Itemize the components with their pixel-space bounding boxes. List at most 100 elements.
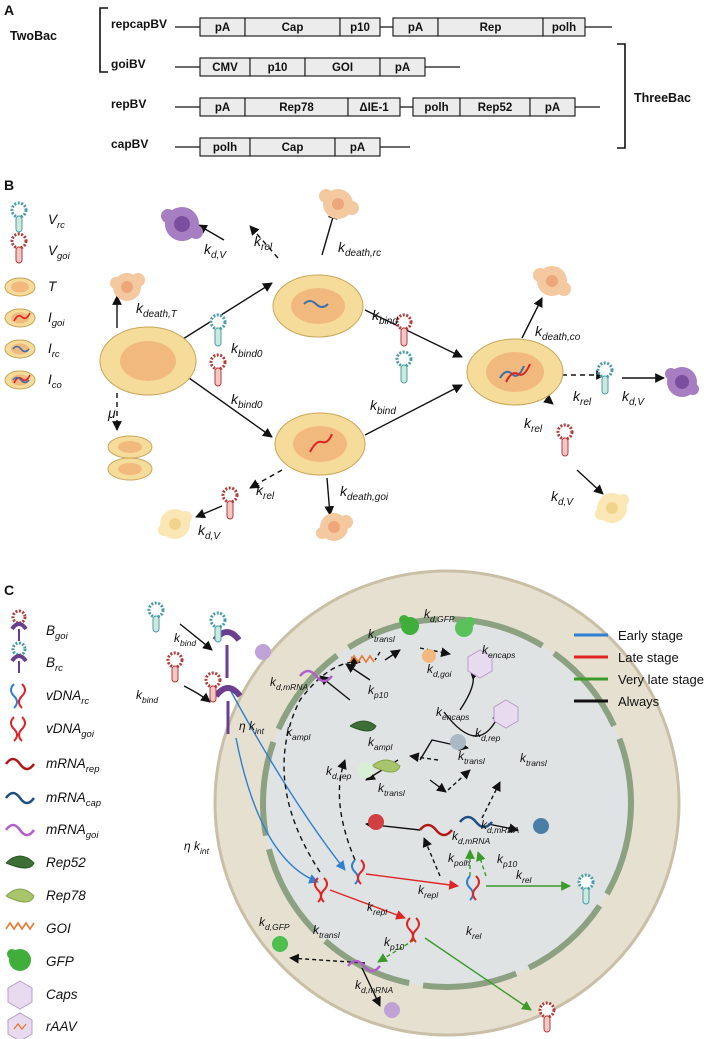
- virus-goi-icon: [395, 313, 413, 347]
- rate-label-p10-bottom: kp10: [384, 935, 404, 952]
- rate-label-dv-bottom: kd,V: [198, 522, 221, 542]
- construct-segment-label: pA: [395, 62, 410, 74]
- legend-label: GOI: [46, 921, 71, 936]
- raav-icon: [7, 1012, 33, 1039]
- dead-cell-icon: [110, 273, 145, 301]
- rate-label-rel-right: krel: [516, 868, 533, 885]
- legend-label: vDNArc: [46, 688, 89, 707]
- rate-label-rel-co-goi: krel: [524, 415, 543, 435]
- rate-label-bind-top: kbind: [372, 307, 398, 327]
- rate-label-repl-mid: krepl: [418, 883, 439, 900]
- legend-label: vDNAgoi: [46, 721, 95, 740]
- receptor-icon: [213, 685, 243, 734]
- twobac-bracket: [99, 7, 108, 73]
- construct-name: repcapBV: [111, 17, 167, 31]
- construct-segment-label: polh: [213, 142, 237, 154]
- threebac-bracket: [617, 43, 626, 149]
- rate-label-transl-rep: ktransl: [458, 749, 486, 766]
- rate-label-death-rc: kdeath,rc: [338, 239, 381, 259]
- rate-label-ampl-left: kampl: [286, 725, 312, 742]
- twobac-label: TwoBac: [10, 29, 57, 43]
- rate-label-d-gfp-top: kd,GFP: [424, 607, 455, 624]
- degraded-virus-goi-icon: [158, 509, 192, 539]
- construct-segment-label: polh: [552, 22, 576, 34]
- construct-segment-label: ΔIE-1: [359, 102, 389, 114]
- cell-i-rc: [272, 274, 364, 338]
- legend-label: Brc: [46, 655, 63, 674]
- rate-label-d-mrna-cap: kd,mRNA: [481, 818, 519, 835]
- construct-name: goiBV: [111, 57, 146, 71]
- rate-label-rel-goi: krel: [256, 482, 275, 502]
- rate-label-rel-bottom: krel: [466, 924, 483, 941]
- rate-label-polh: kpolh: [448, 851, 470, 868]
- cell-goi-icon: [4, 308, 36, 328]
- legend-label: mRNAgoi: [46, 822, 99, 841]
- virus-goi-icon: [10, 232, 28, 264]
- construct-segment-box: [379, 57, 426, 77]
- legend-label: Caps: [46, 987, 78, 1002]
- construct-segment-label: CMV: [212, 62, 238, 74]
- host-cell: [213, 569, 681, 1037]
- degraded-protein-icon: [422, 649, 436, 663]
- construct-segment-label: pA: [215, 22, 230, 34]
- legend-label: Rep78: [46, 888, 86, 903]
- stage-label: Late stage: [618, 650, 679, 665]
- legend-label: Igoi: [48, 310, 65, 329]
- construct-segment-box: [347, 97, 401, 117]
- caps-icon: [467, 649, 493, 679]
- rate-label-death-goi: kdeath,goi: [340, 483, 389, 503]
- legend-label: T: [48, 279, 58, 294]
- construct-segment-label: Rep78: [279, 102, 314, 114]
- gfp-icon: [399, 615, 419, 635]
- vdna-icon: [314, 877, 328, 903]
- construct-segment-label: polh: [424, 102, 448, 114]
- rep52-icon: [5, 855, 35, 869]
- rate-label-transl-gfp: ktransl: [368, 627, 396, 644]
- virus-rc-icon: [209, 611, 227, 643]
- construct-segment-label: Cap: [282, 142, 304, 154]
- construct-segment-label: Cap: [282, 22, 304, 34]
- virus-rc-icon: [10, 201, 28, 233]
- virus-rc-icon: [577, 873, 595, 905]
- rate-label-int-bottom: η kint: [184, 839, 210, 856]
- rate-label-encaps-top: kencaps: [482, 643, 516, 660]
- rate-label-bind-top: kbind: [174, 631, 196, 648]
- construct-segment-box: [529, 97, 576, 117]
- vdna-icon: [406, 917, 420, 943]
- construct-segment-label: pA: [545, 102, 560, 114]
- rep78-icon: [371, 759, 401, 773]
- degraded-virus-rc-icon: [161, 207, 203, 241]
- construct-segment-label: Rep: [480, 22, 502, 34]
- rate-label-transl-bottom: ktransl: [313, 923, 341, 940]
- degraded-protein-icon: [358, 762, 374, 778]
- degraded-protein-icon: [533, 818, 549, 834]
- rate-label-bind0-bottom: kbind0: [231, 391, 263, 411]
- virus-goi-icon: [166, 651, 184, 683]
- cell-t-daughters: [107, 435, 153, 481]
- legend-label: Irc: [48, 341, 60, 360]
- bound-rc-icon: [10, 641, 28, 673]
- mrna-rep-icon: [419, 823, 453, 837]
- rate-label-rel-co-rc: krel: [573, 388, 592, 408]
- panel-c-legend: BgoiBrcvDNArcvDNAgoimRNArepmRNAcapmRNAgo…: [4, 609, 101, 1039]
- mrna-goi-icon: [299, 669, 333, 683]
- dead-cell-icon: [319, 189, 359, 219]
- rate-label-p10-top: kp10: [368, 683, 388, 700]
- rate-label-d-goi: kd,goi: [427, 662, 453, 679]
- mrna-goi-icon: [347, 959, 381, 973]
- construct-segment-box: [334, 137, 381, 157]
- virus-rc-icon: [596, 361, 614, 395]
- rep78-icon: [5, 888, 35, 903]
- legend-label: rAAV: [46, 1019, 79, 1034]
- rate-label-d-mrna-top: kd,mRNA: [270, 675, 308, 692]
- panel-b-viruses: [209, 313, 614, 520]
- virus-rc-icon: [209, 313, 227, 347]
- rate-label-d-mrna-rep: kd,mRNA: [452, 829, 490, 846]
- construct-segment-label: pA: [350, 142, 365, 154]
- mrna-cap-icon: [4, 791, 36, 805]
- rate-label-transl-cap: ktransl: [520, 751, 548, 768]
- virus-rc-icon: [147, 601, 165, 633]
